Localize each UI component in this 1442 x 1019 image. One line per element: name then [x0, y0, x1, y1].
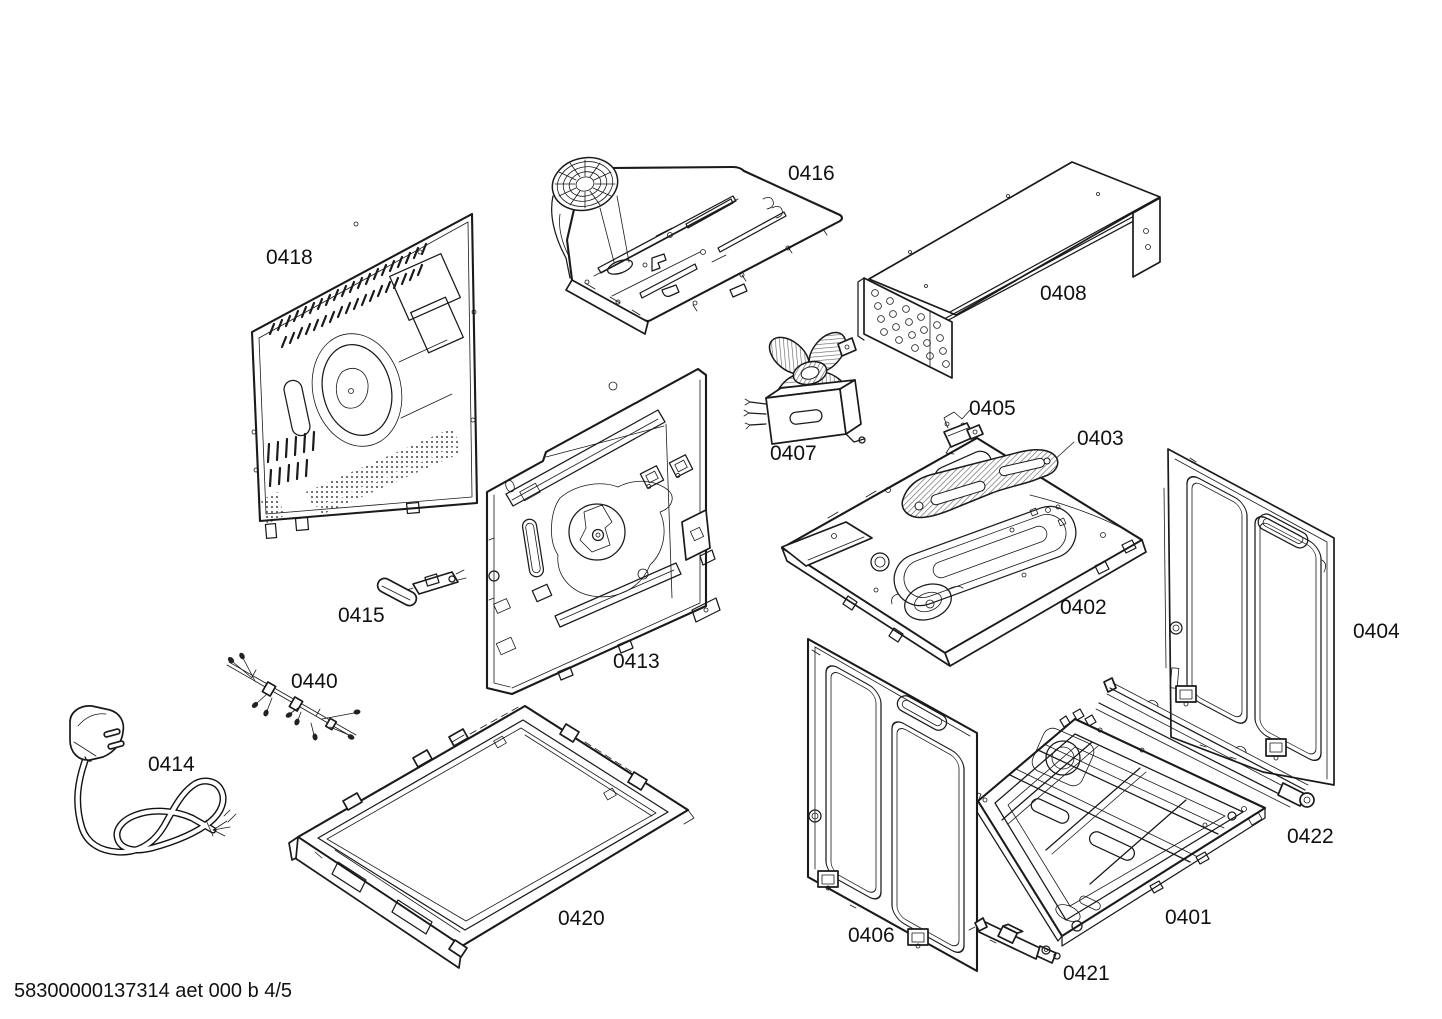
part-label-0403: 0403: [1077, 427, 1124, 450]
part-drawing-0414: [69, 705, 237, 856]
part-drawing-0404: [1163, 448, 1335, 786]
part-label-0420: 0420: [558, 907, 605, 930]
part-label-0404: 0404: [1353, 620, 1400, 643]
part-drawing-0440: [226, 652, 361, 741]
part-drawing-0415: [376, 569, 467, 607]
part-drawing-0418: [250, 212, 479, 540]
part-label-0402: 0402: [1060, 596, 1107, 619]
part-label-0421: 0421: [1063, 962, 1110, 985]
part-label-0440: 0440: [291, 670, 338, 693]
part-drawing-0407: [743, 331, 866, 445]
part-label-0408: 0408: [1040, 282, 1087, 305]
part-drawing-0403: [901, 441, 1075, 519]
part-drawing-0405: [943, 409, 984, 455]
part-drawing-0422: [1095, 677, 1315, 808]
part-label-0422: 0422: [1287, 825, 1334, 848]
part-drawing-0402: [780, 436, 1147, 667]
part-drawing-0413: [485, 367, 721, 696]
part-drawing-0408: [857, 161, 1161, 379]
part-drawing-0416: [551, 156, 844, 335]
part-label-0401: 0401: [1165, 906, 1212, 929]
part-label-0415: 0415: [338, 604, 385, 627]
part-label-0416: 0416: [788, 162, 835, 185]
part-drawing-0421: [968, 917, 1061, 964]
part-drawing-0406: [806, 637, 979, 973]
part-label-0413: 0413: [613, 650, 660, 673]
part-label-0406: 0406: [848, 924, 895, 947]
document-number: 58300000137314 aet 000 b 4/5: [14, 980, 292, 1002]
part-label-0405: 0405: [969, 397, 1016, 420]
part-label-0414: 0414: [148, 753, 195, 776]
part-drawing-0420: [288, 704, 695, 969]
part-label-0407: 0407: [770, 442, 817, 465]
part-label-0418: 0418: [266, 246, 313, 269]
